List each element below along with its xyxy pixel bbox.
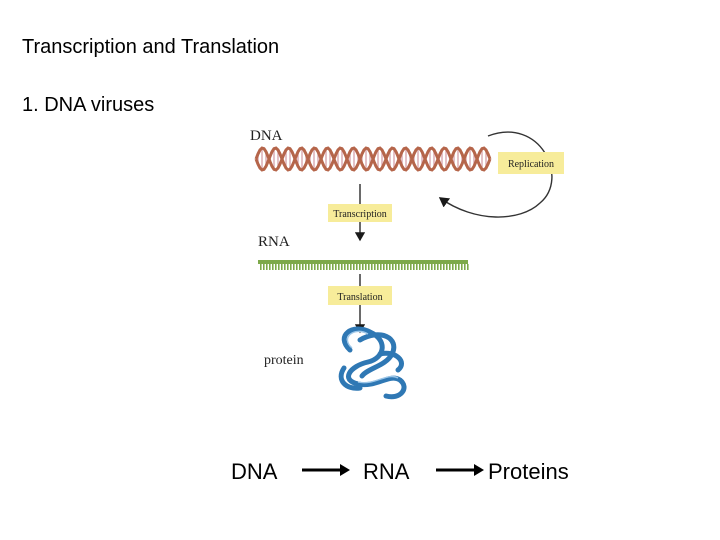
rna-base bbox=[275, 264, 277, 270]
flow-rna-label: RNA bbox=[363, 459, 410, 484]
rna-base bbox=[455, 264, 457, 270]
rna-base bbox=[419, 264, 421, 270]
rna-base bbox=[413, 264, 415, 270]
rna-base bbox=[368, 264, 370, 270]
rna-base bbox=[284, 264, 286, 270]
rna-base bbox=[347, 264, 349, 270]
rna-base bbox=[377, 264, 379, 270]
rna-base bbox=[362, 264, 364, 270]
rna-base bbox=[392, 264, 394, 270]
rna-base bbox=[344, 264, 346, 270]
rna-base bbox=[317, 264, 319, 270]
rna-base bbox=[293, 264, 295, 270]
rna-base bbox=[440, 264, 442, 270]
rna-base bbox=[353, 264, 355, 270]
rna-base bbox=[323, 264, 325, 270]
rna-base bbox=[380, 264, 382, 270]
rna-base bbox=[446, 264, 448, 270]
translation-label: Translation bbox=[337, 292, 382, 303]
rna-base bbox=[428, 264, 430, 270]
rna-base bbox=[263, 264, 265, 270]
dna-helix bbox=[254, 146, 492, 172]
slide-title: Transcription and Translation bbox=[22, 36, 280, 58]
rna-bases bbox=[260, 264, 469, 270]
rna-base bbox=[443, 264, 445, 270]
flow-arrow-1 bbox=[302, 464, 350, 476]
rna-base bbox=[305, 264, 307, 270]
rna-base bbox=[404, 264, 406, 270]
flow-arrow-2 bbox=[436, 464, 484, 476]
slide-subtitle: 1. DNA viruses bbox=[22, 94, 155, 116]
rna-base bbox=[425, 264, 427, 270]
rna-base bbox=[350, 264, 352, 270]
rna-base bbox=[386, 264, 388, 270]
replication-box bbox=[498, 152, 564, 174]
protein-label: protein bbox=[264, 353, 304, 368]
rna-base bbox=[365, 264, 367, 270]
rna-base bbox=[407, 264, 409, 270]
rna-base bbox=[461, 264, 463, 270]
rna-base bbox=[308, 264, 310, 270]
rna-base bbox=[383, 264, 385, 270]
rna-base bbox=[260, 264, 262, 270]
flow-proteins-label: Proteins bbox=[488, 459, 569, 484]
rna-label: RNA bbox=[258, 234, 290, 250]
rna-base bbox=[398, 264, 400, 270]
rna-base bbox=[311, 264, 313, 270]
transcription-label: Transcription bbox=[333, 209, 387, 220]
rna-base bbox=[359, 264, 361, 270]
rna-base bbox=[332, 264, 334, 270]
rna-base bbox=[281, 264, 283, 270]
rna-base bbox=[335, 264, 337, 270]
rna-base bbox=[458, 264, 460, 270]
translation-box bbox=[328, 286, 392, 305]
rna-base bbox=[431, 264, 433, 270]
rna-base bbox=[356, 264, 358, 270]
rna-base bbox=[338, 264, 340, 270]
rna-base bbox=[287, 264, 289, 270]
rna-base bbox=[422, 264, 424, 270]
rna-base bbox=[272, 264, 274, 270]
rna-base bbox=[437, 264, 439, 270]
rna-base bbox=[290, 264, 292, 270]
rna-base bbox=[341, 264, 343, 270]
rna-strand bbox=[258, 260, 469, 270]
rna-base bbox=[266, 264, 268, 270]
rna-base bbox=[329, 264, 331, 270]
rna-base bbox=[371, 264, 373, 270]
rna-base bbox=[278, 264, 280, 270]
rna-base bbox=[269, 264, 271, 270]
rna-base bbox=[299, 264, 301, 270]
rna-base bbox=[401, 264, 403, 270]
rna-base bbox=[449, 264, 451, 270]
rna-base bbox=[320, 264, 322, 270]
flow-summary: DNA RNA Proteins bbox=[0, 455, 720, 495]
protein-highlight bbox=[346, 330, 399, 384]
rna-base bbox=[434, 264, 436, 270]
replication-arrow bbox=[438, 131, 553, 218]
rna-base bbox=[452, 264, 454, 270]
rna-base bbox=[296, 264, 298, 270]
rna-base bbox=[389, 264, 391, 270]
rna-base bbox=[416, 264, 418, 270]
dna-strand bbox=[254, 146, 492, 172]
central-dogma-figure: DNA Replication Transcription RNA Transl… bbox=[250, 128, 564, 400]
protein-structure bbox=[338, 326, 407, 400]
rna-base bbox=[395, 264, 397, 270]
rna-base bbox=[314, 264, 316, 270]
rna-base bbox=[302, 264, 304, 270]
rna-base bbox=[467, 264, 469, 270]
rna-base bbox=[326, 264, 328, 270]
flow-dna-label: DNA bbox=[231, 459, 278, 484]
rna-base bbox=[410, 264, 412, 270]
transcription-box bbox=[328, 204, 392, 222]
dna-label: DNA bbox=[250, 128, 283, 144]
rna-base bbox=[374, 264, 376, 270]
replication-label: Replication bbox=[508, 159, 554, 170]
rna-base bbox=[464, 264, 466, 270]
